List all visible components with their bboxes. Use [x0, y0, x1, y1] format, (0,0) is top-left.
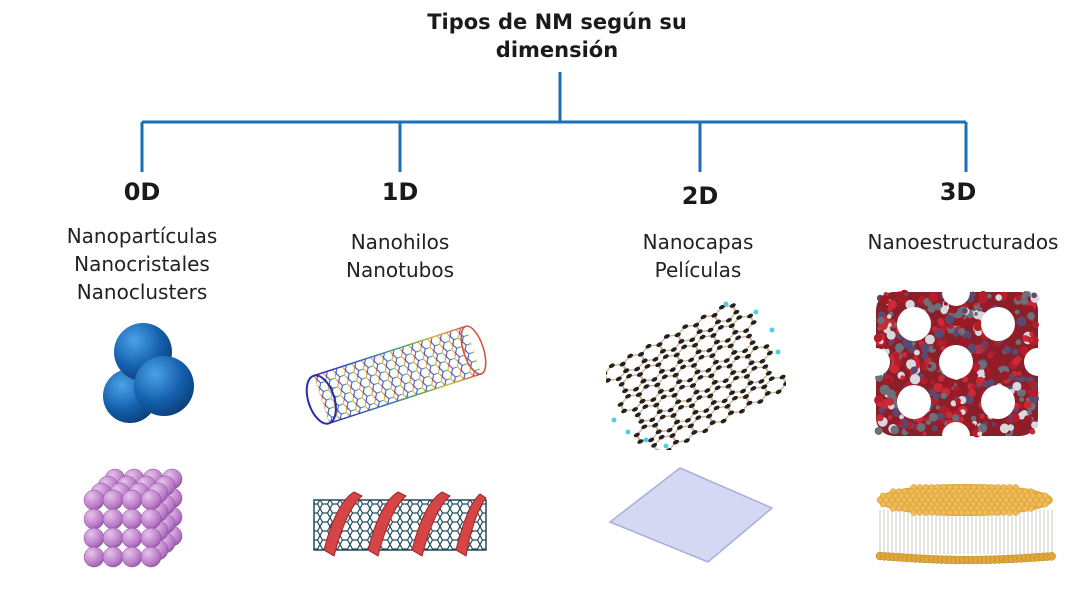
graphene-sheet-icon [606, 301, 786, 450]
type-item: Nanotubos [346, 258, 454, 282]
dim-label-0d: 0D [123, 178, 161, 206]
nanoparticle-spheres-icon [103, 323, 194, 423]
thin-film-icon [608, 467, 774, 563]
type-item: Nanohilos [350, 230, 450, 254]
porous-framework-icon [872, 288, 1042, 440]
dim-label-2d: 2D [681, 182, 719, 210]
dim-label-1d: 1D [381, 178, 419, 206]
type-item: Nanopartículas [66, 224, 218, 248]
type-item: Nanoestructurados [867, 230, 1059, 254]
type-item: Películas [654, 258, 742, 282]
nanocrystal-cube-icon [83, 468, 183, 568]
nanotube-icon [305, 325, 487, 425]
type-item: Nanocapas [642, 230, 754, 254]
title-line-2: dimensión [495, 38, 619, 62]
types-list-1d: Nanohilos Nanotubos [300, 228, 500, 284]
dim-label-3d: 3D [939, 178, 977, 206]
title-line-1: Tipos de NM según su [427, 10, 687, 34]
tree-connectors [140, 72, 968, 172]
diagram-title: Tipos de NM según su dimensión [400, 8, 714, 64]
types-list-0d: Nanopartículas Nanocristales Nanocluster… [42, 222, 242, 306]
lipid-disc-icon [875, 484, 1056, 565]
types-list-3d: Nanoestructurados [850, 228, 1076, 256]
type-item: Nanocristales [74, 252, 210, 276]
helix-wrapped-nanotube-icon [313, 491, 487, 557]
types-list-2d: Nanocapas Películas [598, 228, 798, 284]
type-item: Nanoclusters [76, 280, 208, 304]
